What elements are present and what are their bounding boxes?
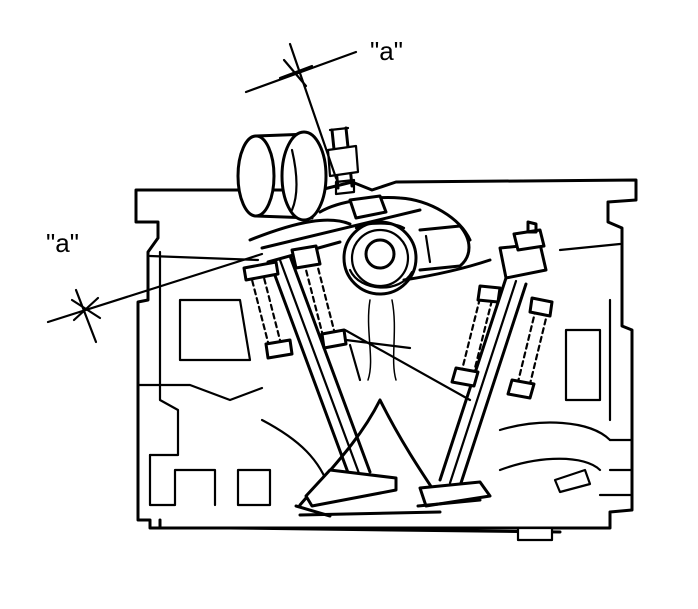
head-casting-outline	[134, 178, 638, 542]
measurement-line-top	[244, 42, 358, 180]
left-valve	[242, 244, 398, 518]
label-a-top: "a"	[370, 36, 403, 66]
right-valve	[416, 220, 554, 508]
measurement-line-left	[46, 252, 264, 344]
internal-passages	[136, 242, 634, 507]
gauge-cylinder	[236, 130, 328, 222]
label-a-left: "a"	[46, 228, 79, 258]
